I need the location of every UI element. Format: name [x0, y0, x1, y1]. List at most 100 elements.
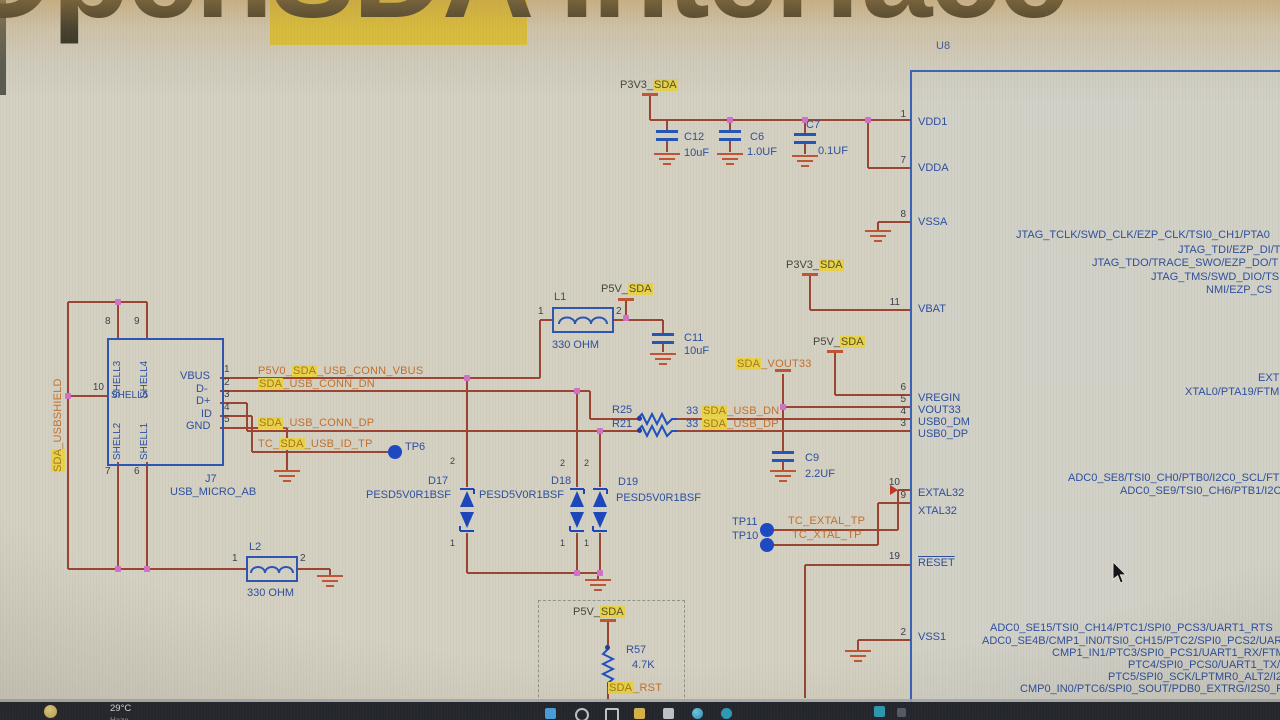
net-label-p5v-sda: P5V_SDA	[813, 336, 865, 348]
j7-refdes: J7	[205, 473, 217, 485]
wire	[589, 391, 591, 419]
j7-pin-num: 6	[134, 466, 140, 477]
r25-value: 33	[686, 405, 699, 417]
edge-icon[interactable]	[692, 708, 703, 719]
c11-refdes: C11	[684, 332, 704, 344]
c11-value: 10uF	[684, 345, 710, 357]
wire	[677, 430, 910, 432]
u8-pin-num: 7	[900, 155, 906, 166]
u8-pin-num: 1	[900, 109, 906, 120]
junction-dot	[574, 570, 580, 576]
weather-sun-icon[interactable]	[44, 705, 57, 718]
u8-right-label: JTAG_TMS/SWD_DIO/TS	[1151, 271, 1280, 283]
c12-value: 10uF	[684, 147, 710, 159]
terminal-dot	[637, 428, 642, 433]
search-icon[interactable]	[575, 708, 589, 720]
u8-right-label: ADC0_SE9/TSI0_CH6/PTB1/I2C	[1120, 485, 1280, 497]
l2-refdes: L2	[249, 541, 262, 553]
net-label-p3v3-sda: P3V3_SDA	[786, 259, 844, 271]
title-highlight: SDA	[270, 0, 530, 45]
l1-value: 330 OHM	[552, 339, 600, 351]
tray-app-icon[interactable]	[874, 706, 885, 717]
sheet-title: OpenSDA Interface	[0, 0, 1069, 47]
d17-pin2: 2	[450, 456, 456, 466]
fileexplorer-icon[interactable]	[634, 708, 645, 719]
u8-right-label: NMI/EZP_CS	[1206, 284, 1273, 296]
wire	[599, 533, 601, 573]
j7-pin-id: ID	[201, 408, 212, 420]
wire	[251, 416, 253, 452]
j7-pin-num: 8	[105, 316, 111, 327]
u8-pin-num: 2	[900, 627, 906, 638]
wire	[649, 96, 651, 120]
wire	[877, 222, 879, 230]
u8-right-label: JTAG_TDO/TRACE_SWO/EZP_DO/T	[1092, 257, 1279, 269]
wire	[68, 568, 247, 570]
wire	[773, 544, 878, 546]
net-label-usb-dp: SDA_USB_DP	[702, 418, 779, 430]
l1-pin2: 2	[616, 306, 622, 317]
wire	[805, 564, 910, 566]
junction-dot	[115, 299, 121, 305]
d19-pin1: 1	[584, 538, 590, 548]
u8-right-label: PTC4/SPI0_PCS0/UART1_TX/F	[1128, 659, 1280, 671]
terminal-dot	[637, 416, 642, 421]
c7-value: 0.1UF	[818, 145, 848, 157]
junction-dot	[574, 388, 580, 394]
capacitor-symbol-c7	[794, 133, 816, 149]
wire	[576, 391, 578, 487]
junction-dot	[623, 315, 629, 321]
net-label-sda-usbshield: SDA_USBSHIELD	[51, 378, 65, 472]
ground-symbol	[845, 650, 871, 665]
ground-symbol	[717, 153, 743, 168]
ground-symbol	[650, 353, 676, 368]
j7-pin-num: 3	[224, 389, 230, 400]
junction-dot	[65, 393, 71, 399]
j7-pin-dplus: D+	[196, 395, 211, 407]
u8-pin-name: VSS1	[918, 631, 947, 643]
j7-pin-num: 1	[224, 364, 230, 375]
u8-right-label: ADC0_SE8/TSI0_CH0/PTB0/I2C0_SCL/FT	[1068, 472, 1280, 484]
u8-pin-name: VREGIN	[918, 392, 961, 404]
junction-dot	[464, 375, 470, 381]
taskview-icon[interactable]	[605, 708, 619, 720]
j7-pin-num: 7	[105, 466, 111, 477]
mouse-cursor	[1112, 562, 1127, 584]
u8-pin-name: XTAL32	[918, 505, 957, 517]
wire	[782, 374, 784, 452]
u8-right-label: ADC0_SE4B/CMP1_IN0/TSI0_CH15/PTC2/SPI0_P…	[982, 635, 1280, 647]
d19-pin2: 2	[584, 458, 590, 468]
weather-temperature[interactable]: 29°C	[110, 703, 132, 714]
u8-right-label: XTAL0/PTA19/FTM	[1185, 386, 1280, 398]
power-bar-icon	[827, 350, 843, 353]
j7-pin-num: 4	[224, 402, 230, 413]
capacitor-symbol-c11	[652, 333, 674, 349]
j7-pin-num: 10	[92, 382, 104, 393]
weather-condition[interactable]: Haze	[110, 716, 129, 720]
wire	[466, 533, 468, 573]
wire	[67, 302, 69, 569]
power-bar-icon	[618, 298, 634, 301]
resistor-symbol-r21	[637, 424, 677, 438]
l1-refdes: L1	[554, 291, 567, 303]
testpoint-tp6	[388, 445, 402, 459]
wire	[878, 221, 910, 223]
wire	[146, 302, 148, 338]
app-icon[interactable]	[721, 708, 732, 719]
u8-pin-num: 6	[900, 382, 906, 393]
u8-right-label: ADC0_SE15/TSI0_CH14/PTC1/SPI0_PCS3/UART1…	[990, 622, 1273, 634]
j7-pin-gnd: GND	[186, 420, 211, 432]
app-icon[interactable]	[663, 708, 674, 719]
ground-symbol	[865, 230, 891, 245]
wire	[467, 572, 600, 574]
u8-pin-name: USB0_DM	[918, 416, 970, 428]
j7-pin-num: 5	[224, 414, 230, 425]
tray-app-icon[interactable]	[897, 708, 906, 717]
testpoint-tp11	[760, 523, 774, 537]
net-label-p5v-sda: P5V_SDA	[601, 283, 653, 295]
u8-pin-name: VSSA	[918, 216, 948, 228]
wire	[613, 319, 663, 321]
c9-refdes: C9	[805, 452, 820, 464]
start-icon[interactable]	[545, 708, 556, 719]
